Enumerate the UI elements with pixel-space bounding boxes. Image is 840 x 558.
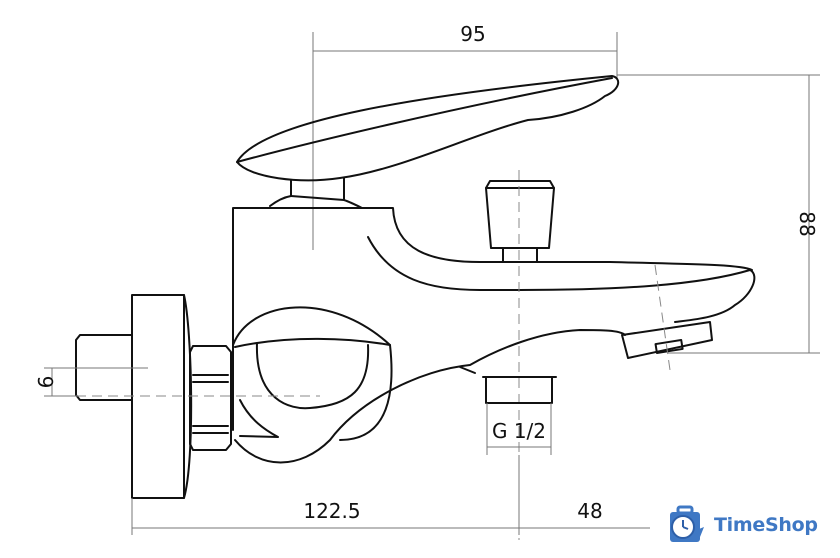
spout-aerator [621, 264, 713, 371]
faucet-body [232, 207, 756, 464]
outlet-g-half: G 1/2 [482, 376, 557, 455]
dimension-label-88: 88 [795, 211, 819, 236]
dimension-label-g-half: G 1/2 [492, 419, 546, 443]
brand-name: TimeShop [714, 514, 818, 536]
lever-handle [236, 75, 620, 209]
wall-connection: 9 [33, 294, 320, 499]
diverter-knob [485, 170, 555, 540]
dimension-bottom: 122.5 48 [131, 455, 650, 535]
dimension-label-95: 95 [460, 22, 485, 46]
brand-logo: TimeShop [664, 505, 818, 545]
dimension-label-122-5: 122.5 [303, 499, 360, 523]
dimension-label-9: 9 [33, 376, 57, 389]
dimension-88: 88 [617, 74, 820, 354]
dimension-95: 95 [312, 22, 618, 250]
clock-bag-icon [670, 505, 704, 542]
dimension-label-48: 48 [577, 499, 602, 523]
